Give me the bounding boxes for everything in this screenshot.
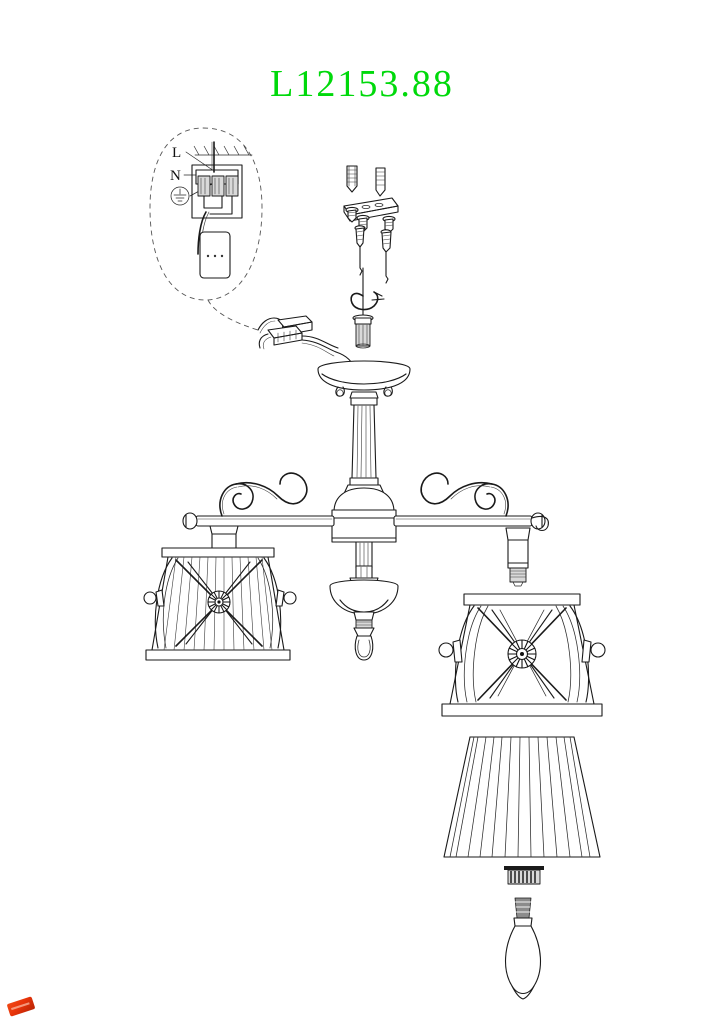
rosette-medallion — [507, 639, 537, 669]
rosette-medallion — [207, 590, 231, 614]
shade-ring-handle — [275, 589, 297, 607]
connector-box-detail — [199, 231, 231, 279]
wiring-detail-callout — [149, 127, 263, 331]
earth-ground-icon — [170, 186, 190, 206]
scroll-arm-right — [420, 472, 509, 517]
mounting-screw — [380, 229, 392, 284]
bar-end-finial — [530, 512, 546, 530]
hardware-group — [343, 165, 399, 349]
bracket-screw — [345, 206, 359, 223]
mounting-bracket — [343, 197, 399, 234]
wall-anchor — [375, 167, 386, 197]
bulb — [504, 897, 542, 1000]
cross-bar — [182, 512, 546, 530]
shade-left — [143, 547, 297, 661]
bar-end-finial — [182, 512, 198, 530]
shade-ring — [504, 866, 544, 885]
center-bowl — [329, 565, 399, 661]
shade-ring-handle — [143, 589, 165, 607]
center-hub-assembly — [331, 487, 397, 543]
junction-block — [257, 315, 339, 357]
scroll-arm-left — [219, 472, 308, 517]
shade-right — [438, 593, 606, 717]
pleated-shade — [443, 736, 601, 858]
page-title: L12153.88 — [270, 63, 454, 105]
shade-ring-handle — [581, 639, 606, 663]
label-live: L — [172, 145, 181, 161]
hub-drop-stem — [355, 541, 373, 569]
hook-rod — [350, 267, 385, 349]
mounting-screw — [354, 225, 366, 276]
ceiling-hatch — [193, 145, 253, 156]
canopy-assembly — [317, 351, 411, 499]
socket-right — [505, 515, 549, 587]
shade-ring-handle — [438, 639, 463, 663]
label-neutral: N — [170, 168, 181, 184]
wall-anchor — [346, 165, 358, 193]
